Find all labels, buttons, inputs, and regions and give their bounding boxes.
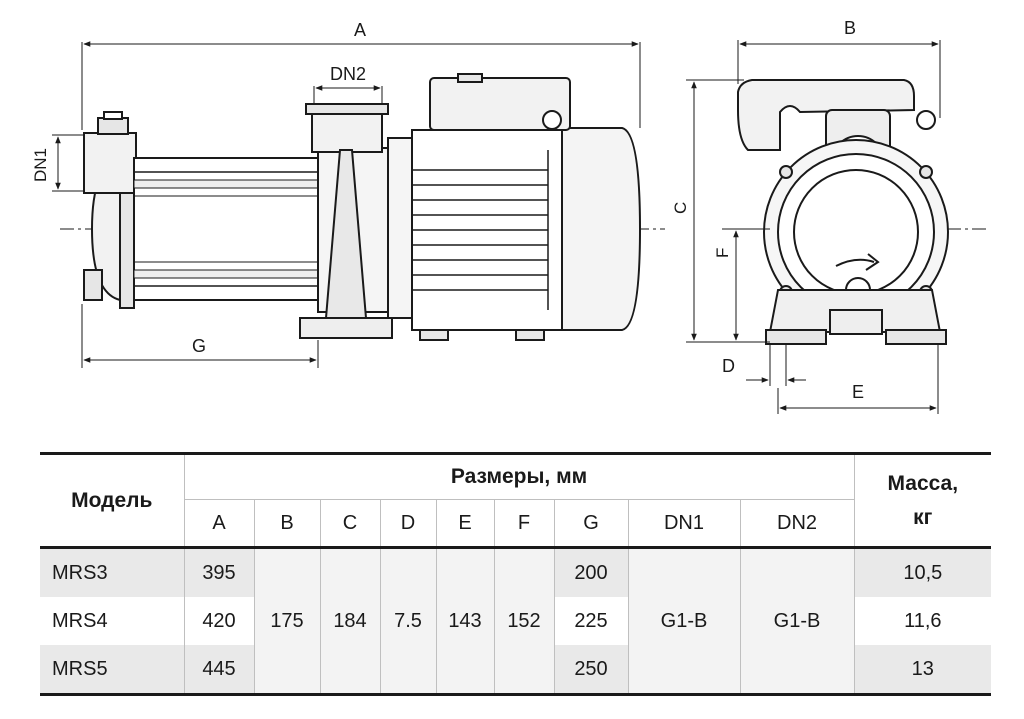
mass-header: Масса, кг: [854, 453, 992, 549]
col-dn1: DN1: [627, 499, 740, 548]
d-cell: 7.5: [379, 547, 436, 695]
dn2-cell: G1-B: [739, 547, 855, 695]
side-view: [60, 73, 665, 341]
col-g: G: [553, 499, 628, 548]
dimensions-table: Модель Размеры, мм Масса, кг A B C D E F…: [40, 452, 992, 696]
col-c: C: [319, 499, 380, 548]
f-cell: 152: [493, 547, 554, 695]
side-dimensions: [52, 41, 641, 368]
dimensions-header: Размеры, мм: [183, 453, 855, 500]
col-d: D: [379, 499, 436, 548]
label-dn2: DN2: [330, 64, 366, 84]
label-g: G: [192, 336, 206, 356]
rotation-arrow-icon: [835, 253, 880, 271]
col-dn2: DN2: [739, 499, 855, 548]
dn1-cell: G1-B: [627, 547, 740, 695]
col-a: A: [183, 499, 254, 548]
pump-dimension-drawing: A G DN2 DN1: [31, 18, 990, 414]
label-f: F: [713, 248, 732, 258]
b-cell: 175: [253, 547, 320, 695]
g-cell: 225: [553, 597, 628, 645]
label-dn1: DN1: [31, 148, 50, 182]
label-c: C: [671, 202, 690, 214]
table-row: MRS4 420 225 11,6: [40, 597, 992, 645]
mass-cell: 10,5: [854, 547, 992, 597]
mass-header-text: Масса, кг: [887, 471, 959, 529]
mass-cell: 11,6: [854, 597, 992, 645]
g-cell: 250: [553, 645, 628, 695]
a-cell: 420: [183, 597, 254, 645]
front-view: [722, 79, 990, 345]
label-e: E: [852, 382, 864, 402]
c-cell: 184: [319, 547, 380, 695]
label-b: B: [844, 18, 856, 38]
table-row: MRS5 445 250 13: [40, 645, 992, 695]
model-cell: MRS5: [40, 645, 184, 695]
model-cell: MRS4: [40, 597, 184, 645]
a-cell: 395: [183, 547, 254, 597]
front-dimensions: [686, 40, 941, 414]
a-cell: 445: [183, 645, 254, 695]
col-f: F: [493, 499, 554, 548]
label-a: A: [354, 20, 366, 40]
model-cell: MRS3: [40, 547, 184, 597]
e-cell: 143: [435, 547, 494, 695]
table-row: MRS3 395 175 184 7.5 143 152 200 G1-B G1…: [40, 547, 992, 695]
g-cell: 200: [553, 547, 628, 597]
label-d: D: [722, 356, 735, 376]
col-b: B: [253, 499, 320, 548]
col-e: E: [435, 499, 494, 548]
model-header: Модель: [40, 453, 184, 549]
mass-cell: 13: [854, 645, 992, 695]
